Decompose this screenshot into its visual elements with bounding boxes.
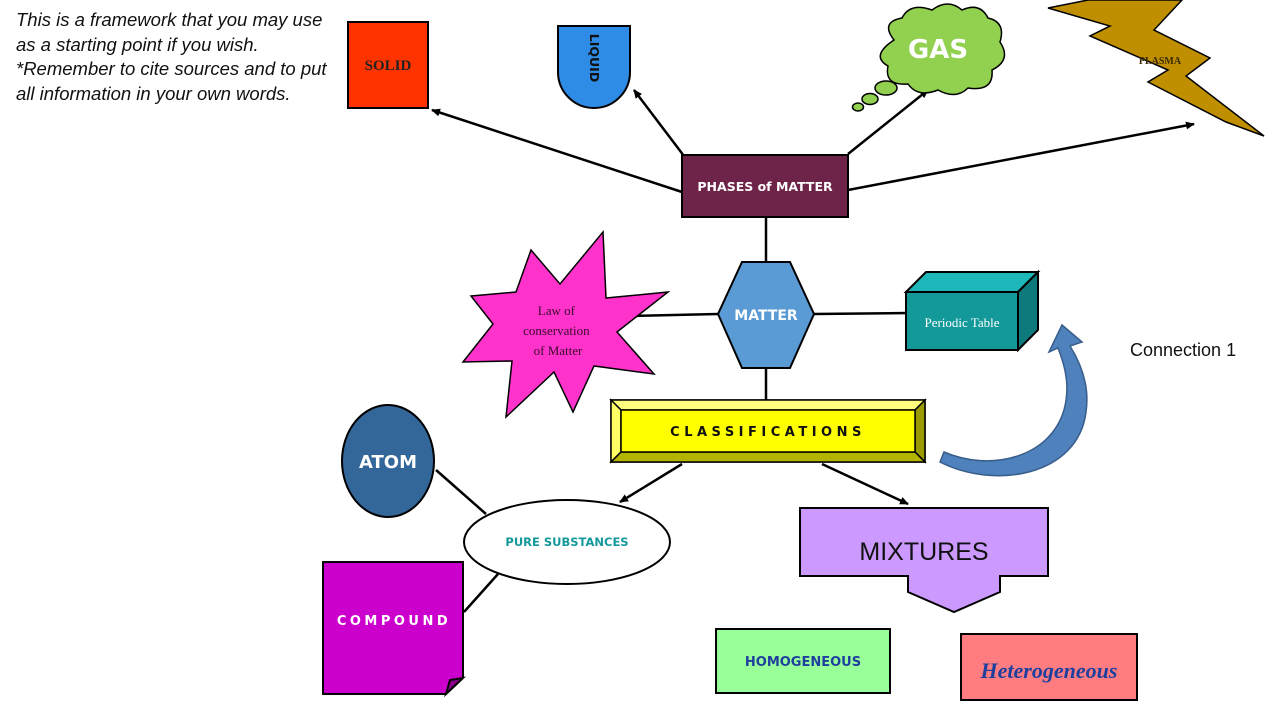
solid-label: SOLID	[365, 58, 412, 74]
liquid-node: LIQUID	[557, 25, 631, 109]
pure-substances-node: PURE SUBSTANCES	[463, 499, 671, 585]
arrow-phases-to-gas	[847, 89, 929, 155]
law-node: Law of conservation of Matter	[461, 230, 671, 419]
mixtures-label: MIXTURES	[859, 538, 988, 566]
heterogeneous-label: Heterogeneous	[980, 658, 1118, 683]
periodic-table-label: Periodic Table	[924, 315, 999, 330]
homogeneous-label: HOMOGENEOUS	[745, 655, 861, 670]
matter-label: MATTER	[734, 308, 798, 324]
arrow-phases-to-liquid	[633, 89, 685, 157]
line-matter-to-law	[627, 312, 719, 318]
matter-node: MATTER	[716, 261, 816, 369]
phases-node: PHASES of MATTER	[681, 154, 849, 218]
line-matter-to-periodic	[813, 311, 909, 316]
liquid-label: LIQUID	[587, 34, 602, 82]
curved-arrow	[939, 323, 1088, 477]
gas-node: GAS	[851, 3, 1006, 112]
line-compound-to-pure	[463, 573, 499, 613]
connectors	[431, 89, 1195, 613]
heterogeneous-node: Heterogeneous	[960, 633, 1138, 701]
atom-label: ATOM	[359, 452, 417, 473]
atom-node: ATOM	[341, 404, 435, 518]
law-label: Law of conservation of Matter	[523, 303, 593, 358]
classifications-label: CLASSIFICATIONS	[670, 425, 866, 440]
instructions-line-2: *Remember to cite sources and to put all…	[16, 58, 327, 104]
phases-label: PHASES of MATTER	[697, 179, 833, 194]
compound-label: COMPOUND	[337, 614, 451, 629]
compound-node: COMPOUND	[322, 561, 467, 698]
arrow-classifications-to-mixtures	[821, 462, 909, 506]
gas-label: GAS	[908, 35, 968, 65]
plasma-label: PLASMA	[1139, 56, 1182, 67]
periodic-table-node: Periodic Table	[903, 269, 1041, 353]
instructions-text: This is a framework that you may use as …	[16, 8, 332, 106]
mixtures-node: MIXTURES	[799, 507, 1049, 614]
connection-label: Connection 1	[1130, 340, 1236, 360]
pure-substances-label: PURE SUBSTANCES	[505, 535, 628, 549]
homogeneous-node: HOMOGENEOUS	[715, 628, 891, 694]
plasma-node: PLASMA	[1047, 0, 1265, 137]
instructions-line-1: This is a framework that you may use as …	[16, 9, 323, 55]
solid-node: SOLID	[347, 21, 429, 109]
arrow-phases-to-plasma	[847, 121, 1195, 192]
classifications-node: CLASSIFICATIONS	[609, 398, 927, 464]
arrow-classifications-to-pure	[619, 462, 683, 504]
line-atom-to-pure	[435, 469, 487, 515]
arrow-phases-to-solid	[431, 108, 683, 194]
